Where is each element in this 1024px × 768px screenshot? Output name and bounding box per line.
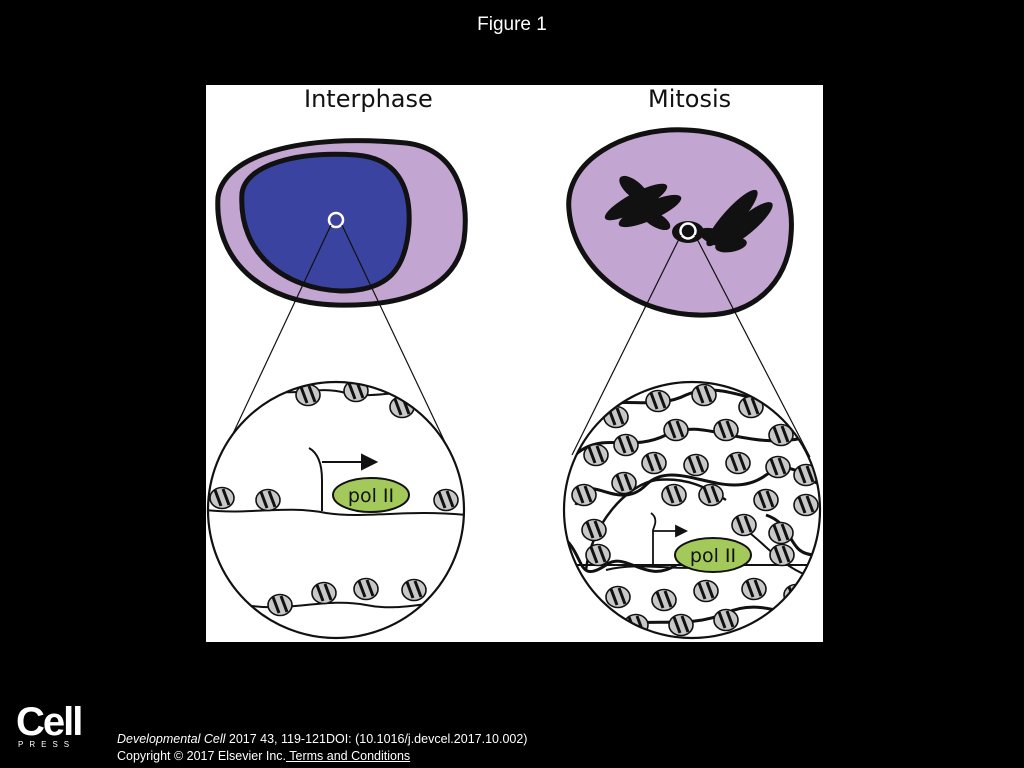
locus-marker-left [327,211,345,229]
citation-block: Developmental Cell 2017 43, 119-121DOI: … [117,731,527,765]
figure-panel: Interphase Mitosis [206,85,823,642]
transcription-arrow-left [308,447,379,511]
interphase-zoom: pol II [206,380,466,640]
citation-ref: 2017 43, 119-121DOI: (10.1016/j.devcel.2… [225,732,528,746]
zoom-lines [221,224,811,458]
pol-ii-left [332,477,410,513]
mitosis-heading: Mitosis [648,85,731,113]
logo-main: Cell [16,701,81,744]
chromosome-left [604,175,682,231]
interphase-cell [215,138,468,308]
copyright-text: Copyright © 2017 Elsevier Inc. [117,749,287,763]
mitosis-zoom: pol II [562,380,822,640]
diagram: Interphase Mitosis [206,85,822,640]
figure-title: Figure 1 [477,14,547,35]
cell-press-logo: Cell PRESS [14,700,84,749]
pol-ii-right [674,537,752,573]
transcription-arrow-right [650,512,689,567]
mitosis-cell [566,127,794,318]
logo-sub: PRESS [18,740,75,749]
interphase-heading: Interphase [304,85,433,113]
terms-link[interactable]: Terms and Conditions [286,749,411,763]
locus-marker-right [679,222,697,240]
journal-name: Developmental Cell [117,732,226,746]
pol-ii-label-right: pol II [690,545,736,567]
pol-ii-label-left: pol II [348,485,394,507]
